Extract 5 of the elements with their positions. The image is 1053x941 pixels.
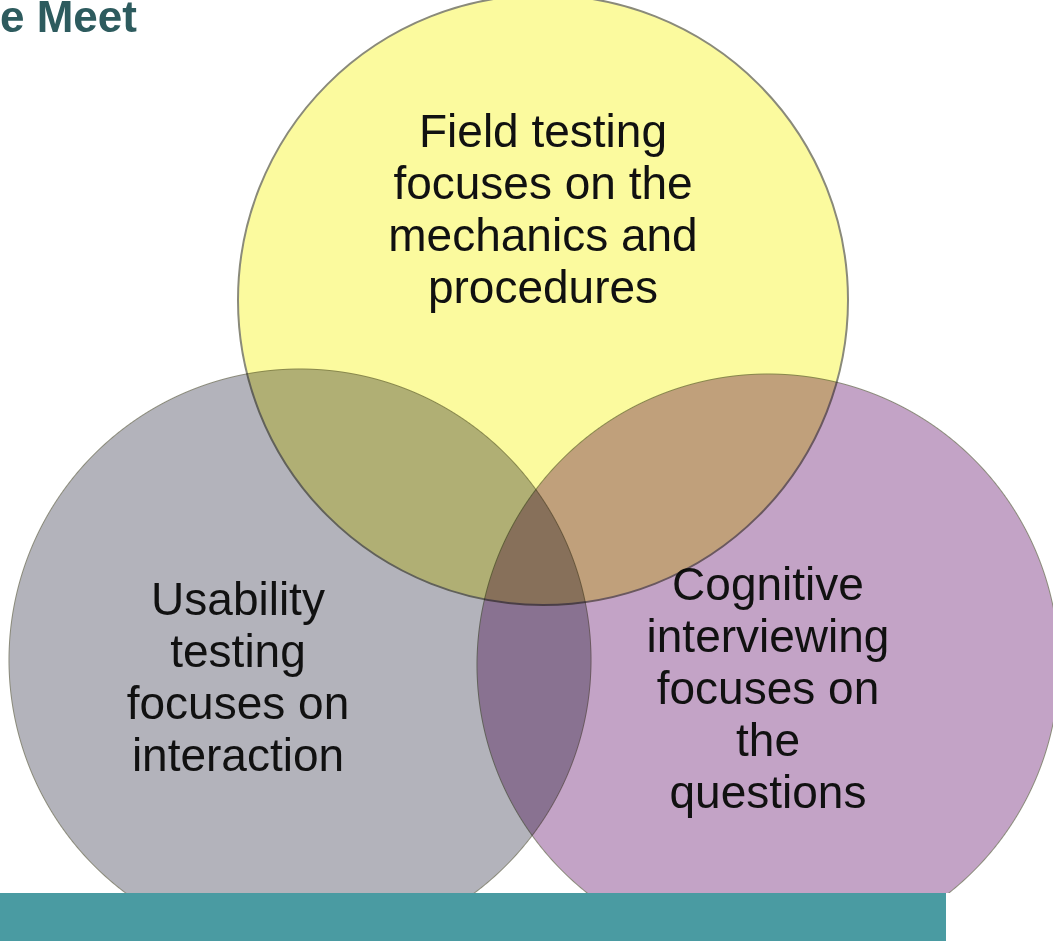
heading: e Meet (0, 0, 137, 42)
circle-label: Usability testing focuses on interaction (125, 573, 351, 781)
banner-bar (0, 893, 946, 941)
circle-label: Cognitive interviewing focuses on the questions (645, 558, 891, 818)
circle-label: Field testing focuses on the mechanics and procedures (387, 105, 699, 313)
